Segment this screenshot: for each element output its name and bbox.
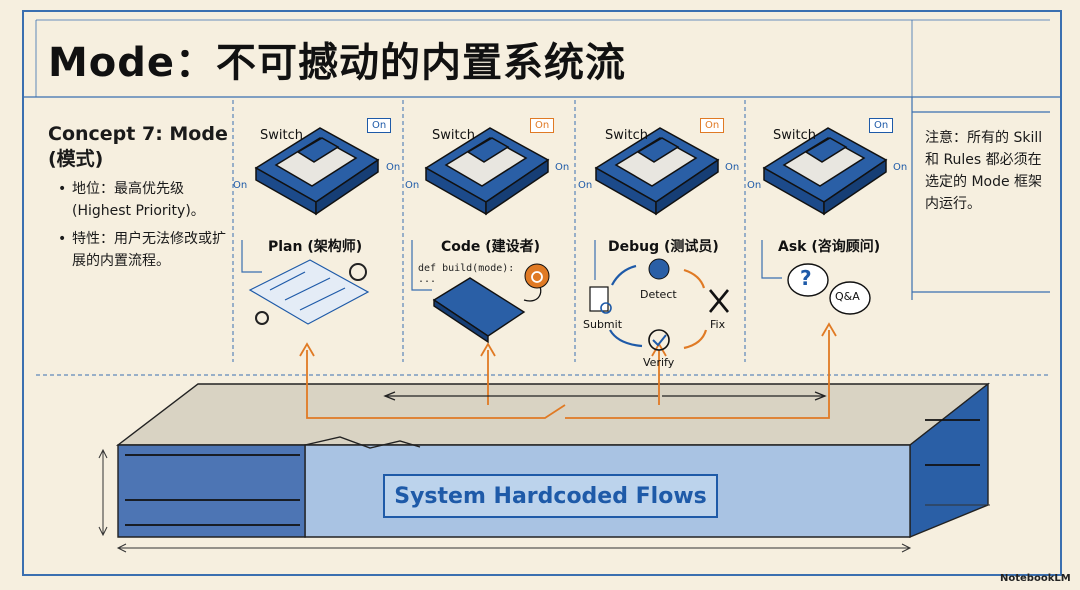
concept-bullets: 地位：最高优先级 (Highest Priority)。 特性：用户无法修改或扩… xyxy=(58,178,228,278)
debug-on-dim-right: On xyxy=(725,162,740,173)
outer-frame xyxy=(22,10,1062,576)
concrete-slab xyxy=(115,382,991,539)
mode-code-label: Code (建设者) xyxy=(441,239,541,255)
plan-on-badge: On xyxy=(367,118,392,133)
plan-switch-label: Switch xyxy=(260,128,303,143)
ask-on-badge: On xyxy=(869,118,894,133)
concept-heading: Concept 7: Mode (模式) xyxy=(48,122,228,172)
mode-debug-label: Debug (测试员) xyxy=(608,239,719,255)
code-on-dim-left: On xyxy=(405,180,420,191)
code-on-dim-right: On xyxy=(555,162,570,173)
bullet-priority: 地位：最高优先级 (Highest Priority)。 xyxy=(58,178,228,222)
plan-switch xyxy=(254,127,380,216)
question-mark-icon: ? xyxy=(800,266,812,290)
cycle-fix: Fix xyxy=(710,318,726,331)
code-switch xyxy=(424,127,550,216)
bullet-feature: 特性：用户无法修改或扩展的内置流程。 xyxy=(58,228,228,272)
page-title: Mode：不可撼动的内置系统流 xyxy=(48,40,627,86)
blueprint-icon xyxy=(248,259,370,325)
ask-on-dim-left: On xyxy=(747,180,762,191)
debug-switch xyxy=(594,127,720,216)
debug-on-dim-left: On xyxy=(578,180,593,191)
concept-heading-line2: (模式) xyxy=(48,148,104,170)
ask-on-dim-right: On xyxy=(893,162,908,173)
debug-on-badge: On xyxy=(700,118,725,133)
cycle-verify: Verify xyxy=(643,356,675,369)
note-text: 注意：所有的 Skill 和 Rules 都必须在选定的 Mode 框架内运行。 xyxy=(925,130,1043,212)
code-snippet: def build(mode): ... xyxy=(418,263,515,285)
notebooklm-brand: NotebookLM xyxy=(1000,573,1071,584)
cycle-submit: Submit xyxy=(583,318,623,331)
mode-plan-label: Plan (架构师) xyxy=(268,239,363,255)
system-hardcoded-flows-label: System Hardcoded Flows xyxy=(383,474,718,518)
debug-switch-label: Switch xyxy=(605,128,648,143)
qa-bubble-label: Q&A xyxy=(835,290,860,303)
code-on-badge: On xyxy=(530,118,555,133)
plan-on-dim-right: On xyxy=(386,162,401,173)
code-switch-label: Switch xyxy=(432,128,475,143)
ask-switch-label: Switch xyxy=(773,128,816,143)
keyboard-icon xyxy=(432,277,526,344)
mode-ask-label: Ask (咨询顾问) xyxy=(778,239,881,255)
cycle-detect: Detect xyxy=(640,288,677,301)
plan-on-dim-left: On xyxy=(233,180,248,191)
concept-heading-line1: Concept 7: Mode xyxy=(48,123,228,145)
ask-switch xyxy=(762,127,888,216)
